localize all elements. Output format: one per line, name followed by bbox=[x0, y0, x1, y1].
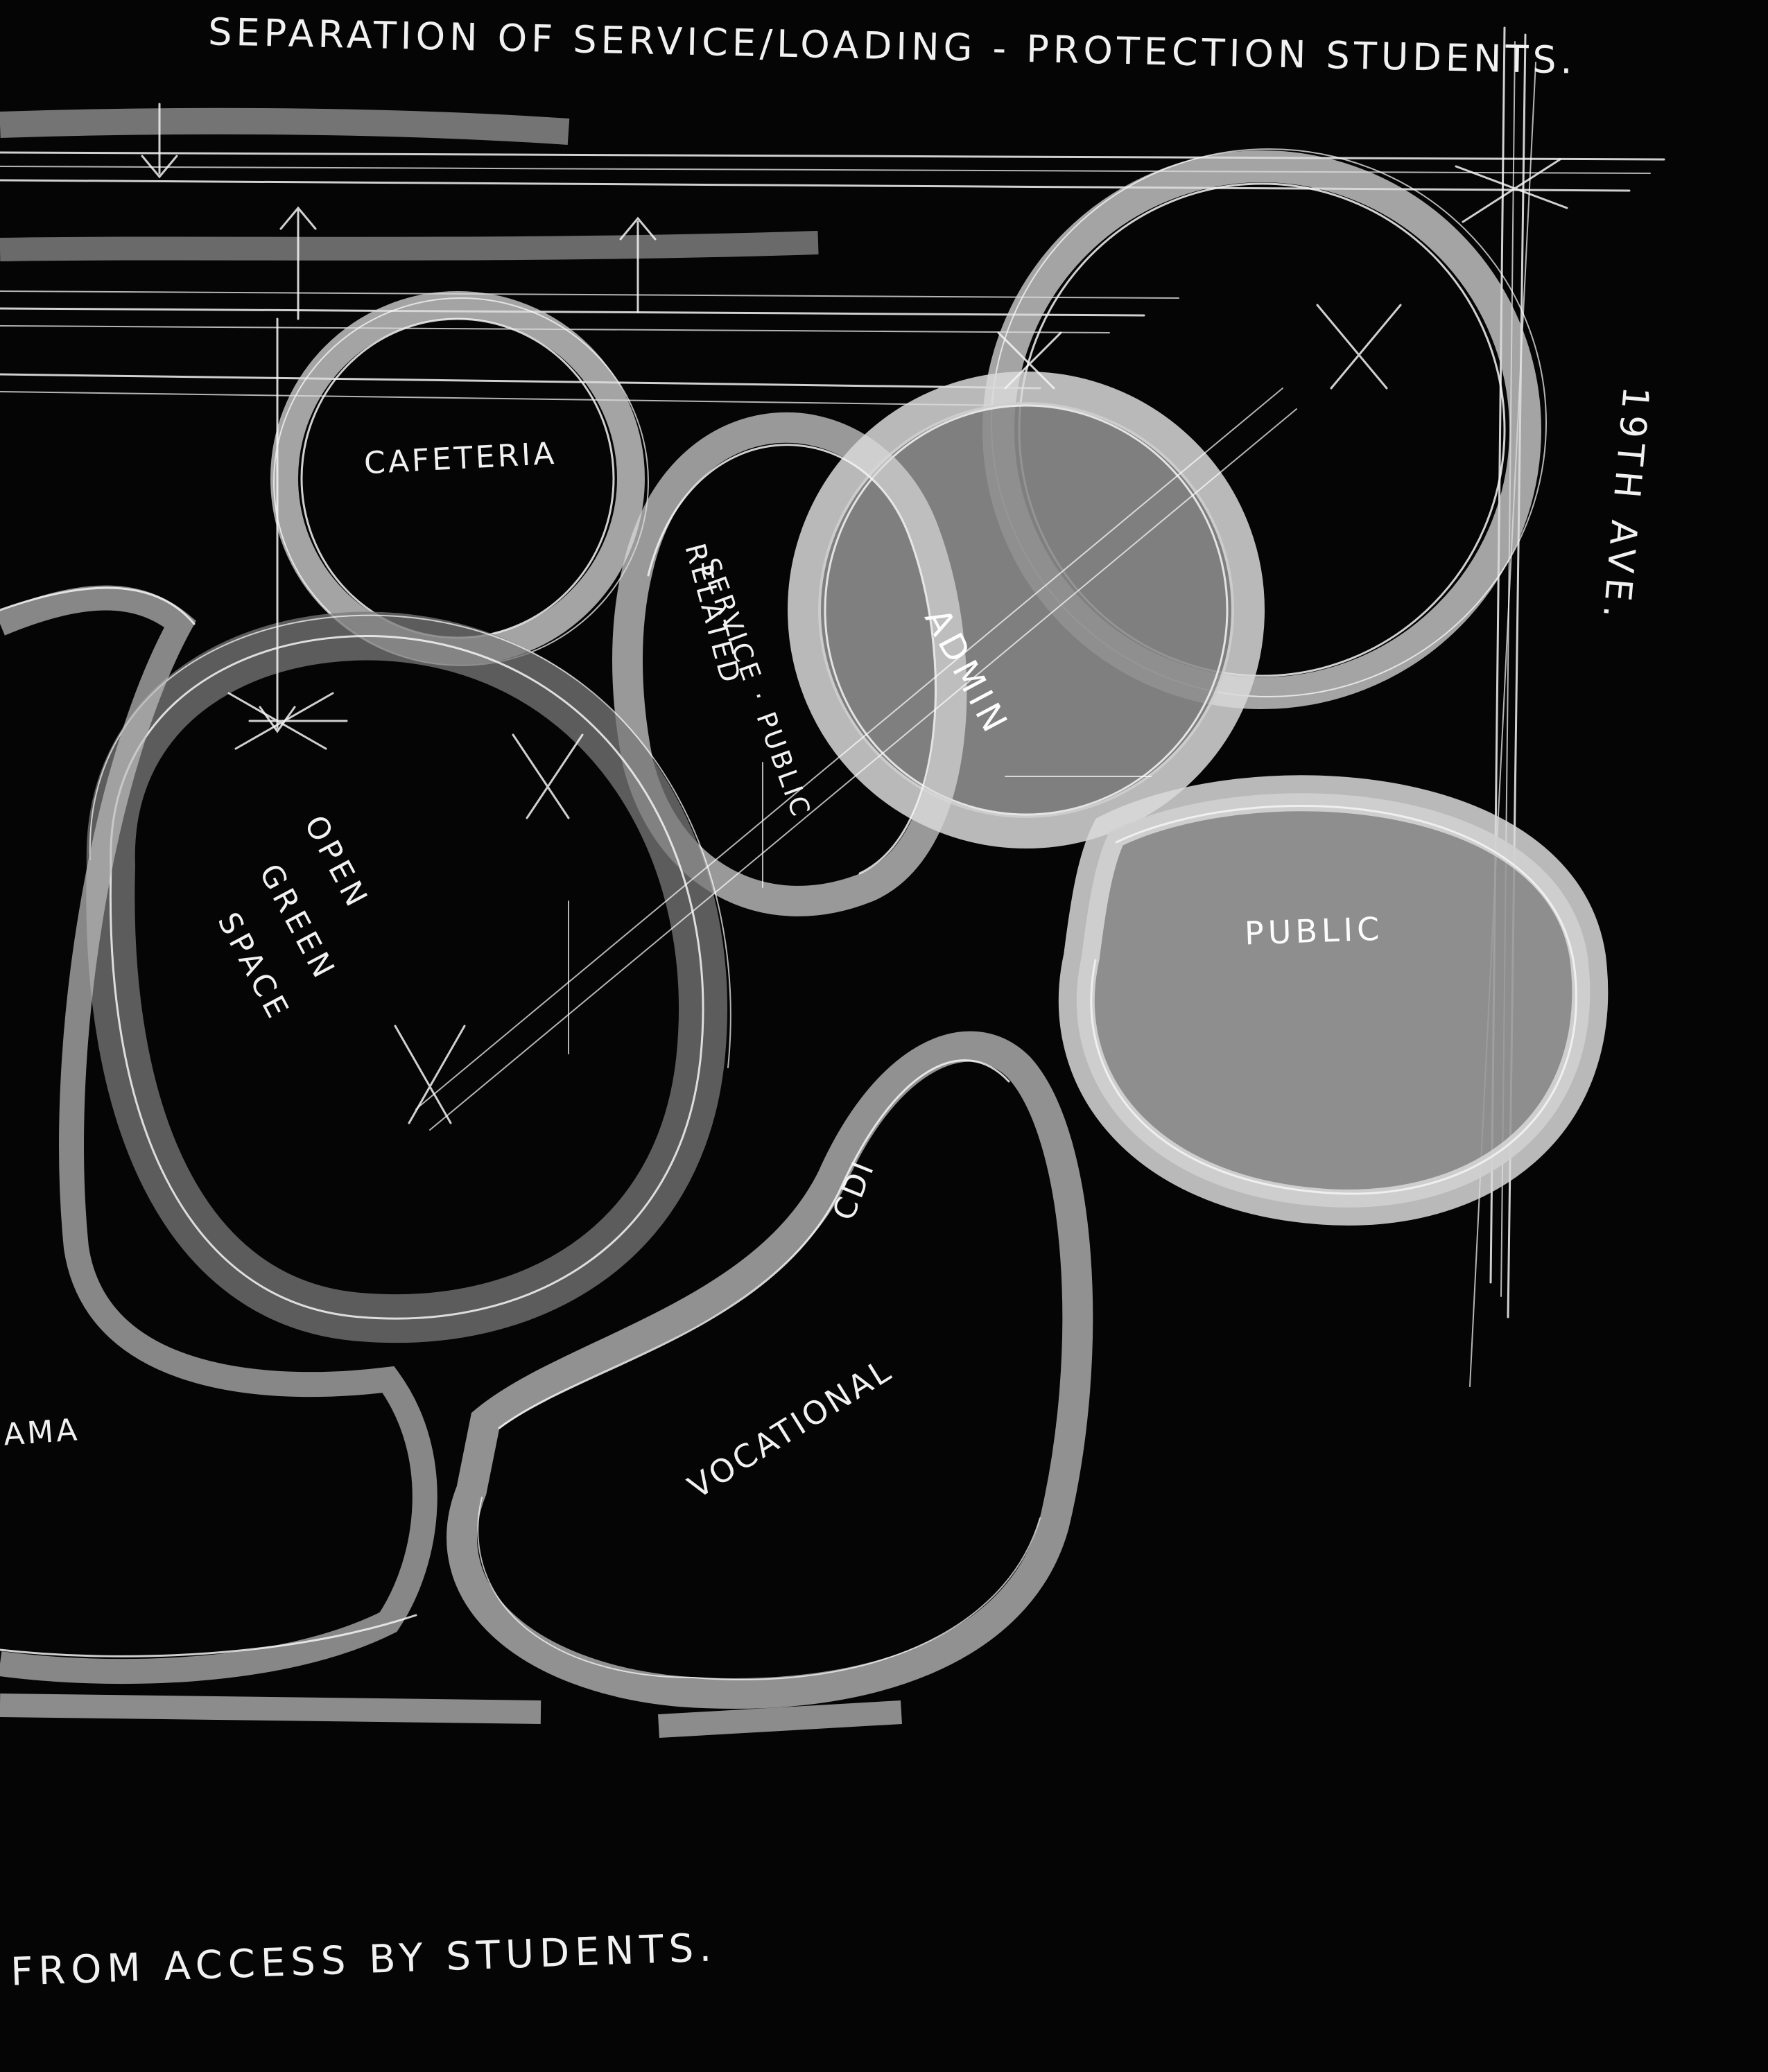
outer-loop-west bbox=[0, 588, 425, 1671]
drama-fragment-label: AMA bbox=[3, 1415, 81, 1451]
public-label: PUBLIC bbox=[1244, 913, 1384, 950]
cafeteria-ring bbox=[274, 298, 648, 665]
bottom-marker-strokes bbox=[0, 1705, 901, 1726]
public-zone bbox=[1077, 793, 1590, 1208]
service-band bbox=[0, 121, 1664, 406]
vocational-bubble bbox=[462, 1047, 1077, 1694]
